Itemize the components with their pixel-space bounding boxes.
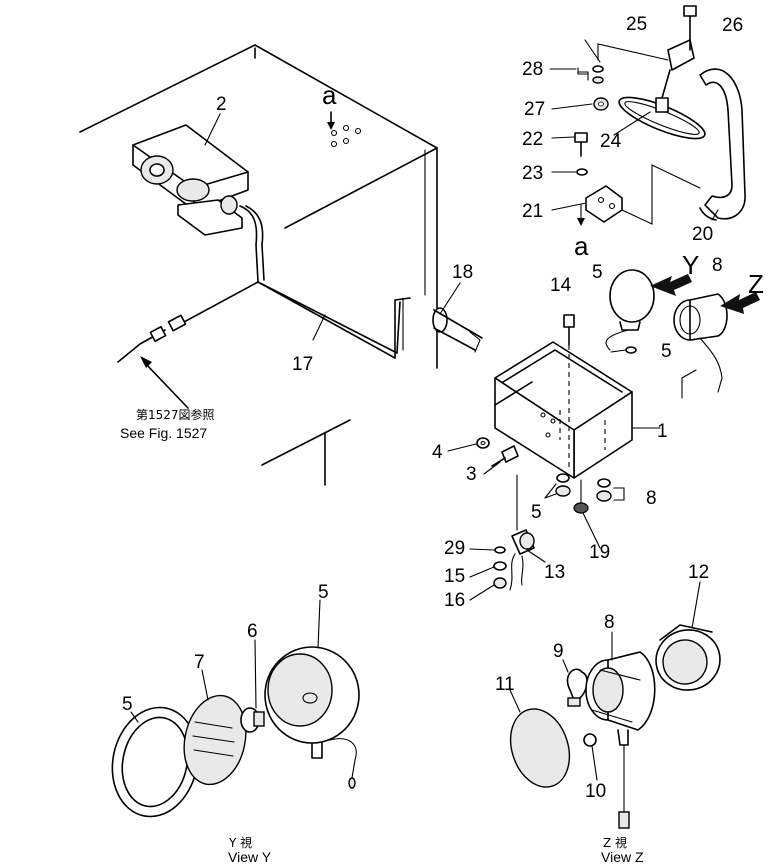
caption-view-z-jp: Z 視 xyxy=(603,835,627,850)
lamp-part-8-top xyxy=(673,293,728,399)
ring-part-5 xyxy=(111,706,199,818)
label-21: 21 xyxy=(522,201,543,222)
washers-part-28 xyxy=(577,65,604,84)
part-number-labels: 2 25 26 28 27 24 22 23 21 20 18 14 5 8 1… xyxy=(122,14,743,802)
label-8-top: 8 xyxy=(712,255,723,276)
cover-part-12 xyxy=(655,624,721,691)
bolt-part-3 xyxy=(491,445,519,467)
label-9: 9 xyxy=(553,641,564,662)
bracket-part-21 xyxy=(585,185,623,223)
captions: 第1527図参照 See Fig. 1527 Y 視 View Y Z 視 Vi… xyxy=(120,407,644,865)
label-1: 1 xyxy=(657,421,668,442)
label-7: 7 xyxy=(194,652,205,673)
bolt-part-26 xyxy=(683,5,697,51)
label-12: 12 xyxy=(688,562,709,583)
label-5-viewy-ring: 5 xyxy=(122,694,133,715)
label-17: 17 xyxy=(292,354,313,375)
label-8-viewz: 8 xyxy=(604,612,615,633)
view-z-arrow xyxy=(720,292,760,314)
wire-harness-part-17 xyxy=(117,205,411,363)
mirror-part-24 xyxy=(618,96,706,140)
label-19: 19 xyxy=(589,542,610,563)
mirror-leader-lines xyxy=(577,43,701,226)
label-22: 22 xyxy=(522,129,543,150)
washer-part-29 xyxy=(494,546,506,554)
bolt-part-14 xyxy=(563,314,575,470)
label-26: 26 xyxy=(722,15,743,36)
mirror-bar-part-20 xyxy=(699,68,746,221)
reference-arrow xyxy=(140,356,189,409)
marker-view-y: Y xyxy=(682,250,699,280)
cab-body-outline xyxy=(79,44,438,486)
grommet-part-18 xyxy=(432,282,483,353)
washer-part-15 xyxy=(493,561,507,571)
caption-view-y-jp: Y 視 xyxy=(228,835,252,850)
label-27: 27 xyxy=(524,99,545,120)
label-8-mid: 8 xyxy=(646,488,657,509)
label-29: 29 xyxy=(444,538,465,559)
caption-view-y-en: View Y xyxy=(228,849,272,865)
label-10: 10 xyxy=(585,781,606,802)
clamp-part-25 xyxy=(661,39,695,99)
bulb-part-6 xyxy=(240,707,265,733)
nut-part-16 xyxy=(493,577,507,589)
caption-view-z-en: View Z xyxy=(601,849,644,865)
label-5-top: 5 xyxy=(592,262,603,283)
label-23: 23 xyxy=(522,163,543,184)
mounting-holes xyxy=(327,111,362,148)
view-y-arrow xyxy=(650,274,692,296)
lens-part-7 xyxy=(183,694,247,786)
housing-part-5 xyxy=(264,646,360,789)
marker-a-bottom: a xyxy=(574,231,589,261)
label-16: 16 xyxy=(444,590,465,611)
switch-part-13 xyxy=(509,529,535,591)
washer-part-23 xyxy=(576,168,588,176)
headlamp-part-5-top xyxy=(605,269,655,354)
housing-part-8 xyxy=(585,651,656,829)
label-24: 24 xyxy=(600,131,622,152)
label-6: 6 xyxy=(247,621,258,642)
label-2: 2 xyxy=(216,94,227,115)
nut-part-27 xyxy=(593,97,609,111)
marker-a-top: a xyxy=(322,80,337,110)
label-28: 28 xyxy=(522,59,543,80)
label-11: 11 xyxy=(495,674,515,695)
view-y-assembly xyxy=(111,646,360,818)
label-20: 20 xyxy=(692,224,713,245)
bracket-part-1 xyxy=(494,341,661,479)
label-5-mid: 5 xyxy=(661,341,672,362)
label-18: 18 xyxy=(452,262,473,283)
bulb-part-9 xyxy=(566,668,588,707)
marker-view-z: Z xyxy=(748,269,764,299)
view-z-assembly xyxy=(509,624,721,829)
lens-part-11 xyxy=(509,708,571,788)
label-25: 25 xyxy=(626,14,647,35)
caption-ref-jp: 第1527図参照 xyxy=(136,407,215,422)
label-13: 13 xyxy=(544,562,565,583)
label-4: 4 xyxy=(432,442,443,463)
washer-part-4 xyxy=(476,437,490,449)
motor-unit-part-2 xyxy=(132,124,249,236)
label-14: 14 xyxy=(550,275,572,296)
label-5-low: 5 xyxy=(531,502,542,523)
caption-ref-en: See Fig. 1527 xyxy=(120,425,207,441)
bolt-part-22 xyxy=(574,132,588,157)
label-5-viewy-housing: 5 xyxy=(318,582,329,603)
leader-lines xyxy=(130,39,719,781)
marker-letters: a a Y Z xyxy=(322,80,764,299)
fasteners-below-bracket xyxy=(516,473,625,531)
label-3: 3 xyxy=(466,464,477,485)
bulb-part-10 xyxy=(583,733,597,747)
label-15: 15 xyxy=(444,566,465,587)
